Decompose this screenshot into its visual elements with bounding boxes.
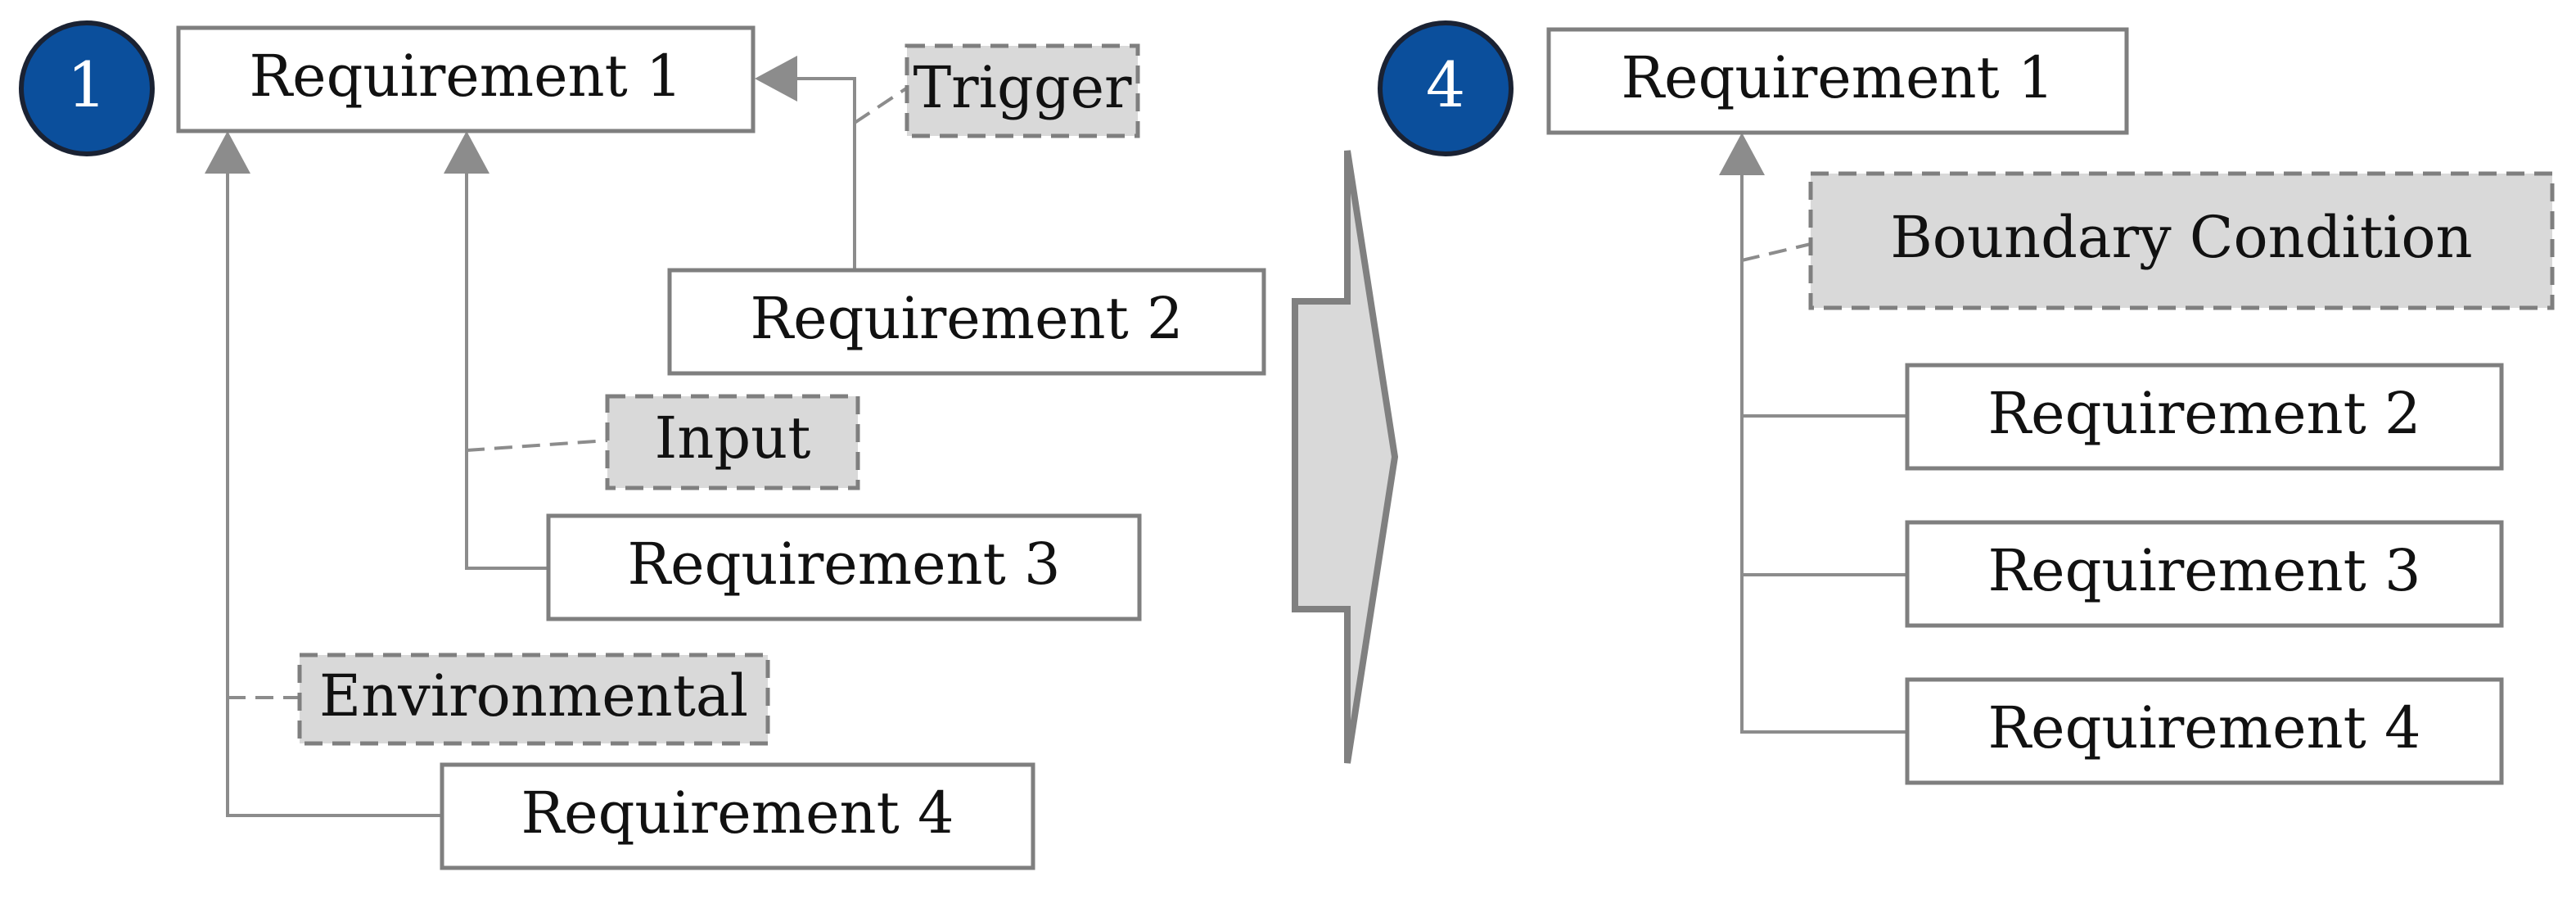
badge-circle <box>1378 20 1514 156</box>
right-requirement-4-box: Requirement 4 <box>1905 677 2504 785</box>
left-trigger-box: Trigger <box>905 43 1140 138</box>
right-requirement-2-box: Requirement 2 <box>1905 363 2504 471</box>
right-boundary-condition-label: Boundary Condition <box>1890 204 2472 271</box>
left-requirement-2-box: Requirement 2 <box>667 268 1266 376</box>
left-requirement-3-label: Requirement 3 <box>627 531 1060 598</box>
right-connectors <box>1719 133 1907 734</box>
left-requirement-3-box: Requirement 3 <box>546 513 1142 621</box>
dashed-link-trigger <box>853 85 910 124</box>
badge-number: 4 <box>1426 48 1465 121</box>
left-environmental-box: Environmental <box>297 653 770 746</box>
right-requirement-4-label: Requirement 4 <box>1987 694 2420 761</box>
right-boundary-condition-box: Boundary Condition <box>1808 171 2555 310</box>
step-badge-1: 1 <box>19 20 155 156</box>
arrowhead-req2 <box>755 56 797 102</box>
right-requirement-3-box: Requirement 3 <box>1905 520 2504 628</box>
transition-arrow <box>1292 150 1399 764</box>
dashed-link-boundary <box>1741 242 1811 262</box>
arrowhead-req4 <box>205 131 250 174</box>
badge-number: 1 <box>67 48 106 121</box>
connector-req3-to-req1 <box>465 160 548 570</box>
left-trigger-label: Trigger <box>913 54 1132 121</box>
left-requirement-1-label: Requirement 1 <box>249 43 682 110</box>
left-requirement-1-box: Requirement 1 <box>176 25 756 133</box>
right-requirement-3-label: Requirement 3 <box>1987 537 2420 604</box>
right-requirement-2-label: Requirement 2 <box>1987 380 2420 447</box>
badge-circle <box>19 20 155 156</box>
arrowhead-right-trunk <box>1719 133 1765 175</box>
right-requirement-1-label: Requirement 1 <box>1621 44 2054 111</box>
arrowhead-req3 <box>444 131 489 174</box>
right-requirement-1-box: Requirement 1 <box>1546 27 2129 135</box>
left-input-box: Input <box>605 394 860 490</box>
left-environmental-label: Environmental <box>319 662 748 730</box>
left-requirement-2-label: Requirement 2 <box>750 285 1183 352</box>
dashed-link-input <box>466 439 608 452</box>
step-badge-4: 4 <box>1378 20 1514 156</box>
left-requirement-4-box: Requirement 4 <box>440 762 1035 870</box>
left-requirement-4-label: Requirement 4 <box>521 779 954 847</box>
connector-req2-to-req1 <box>787 77 856 270</box>
left-connectors <box>205 56 910 817</box>
connector-req4-to-req1 <box>226 160 442 817</box>
left-input-label: Input <box>655 404 811 472</box>
